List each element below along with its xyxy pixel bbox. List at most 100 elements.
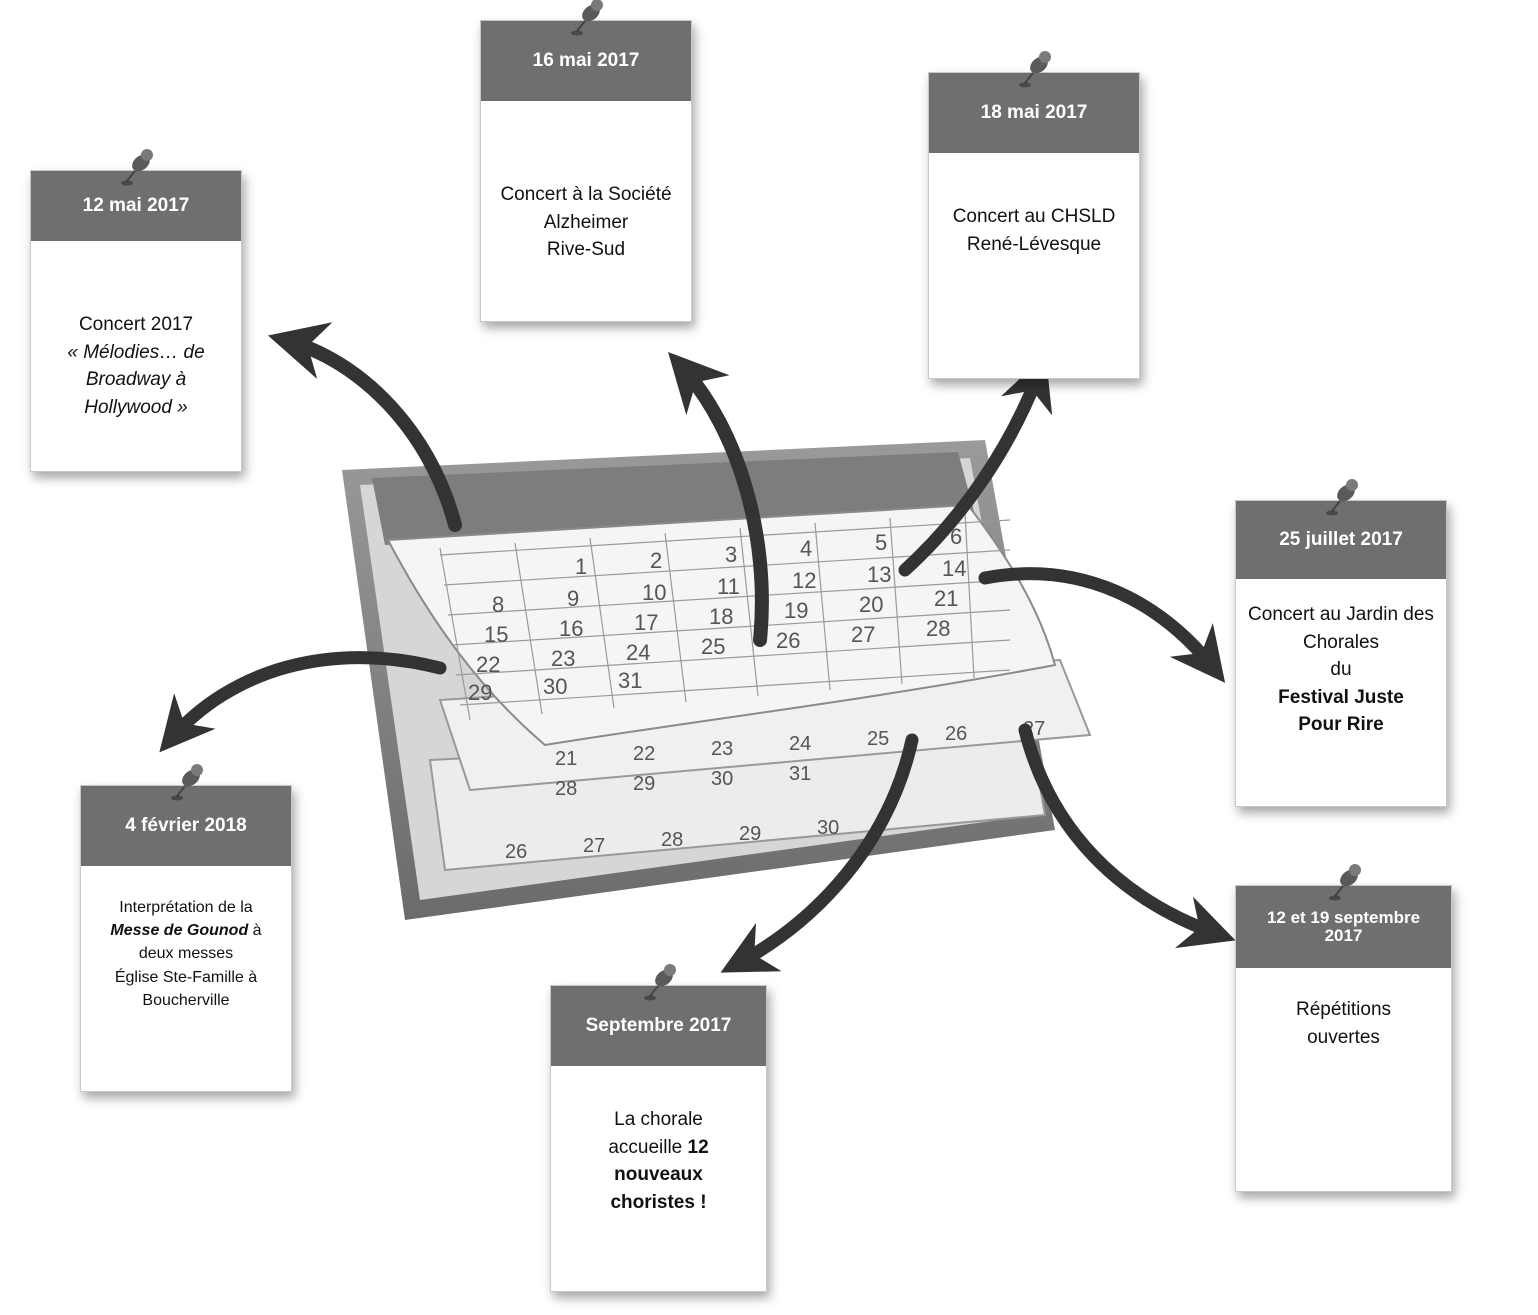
note-date: 25 juillet 2017 — [1236, 501, 1446, 579]
calendar-grid-line — [459, 669, 1011, 706]
note-line: Interprétation de la — [87, 896, 285, 919]
note-line: accueille 12 — [557, 1134, 760, 1162]
calendar-day-number: 19 — [784, 598, 808, 623]
note-line: Broadway à — [37, 366, 235, 394]
note-text-segment: choristes ! — [610, 1191, 707, 1213]
calendar-day-number: 26 — [945, 723, 967, 745]
calendar-day-number: 25 — [701, 634, 725, 659]
note-line: Concert à la Société — [487, 181, 685, 209]
calendar-day-number: 29 — [633, 773, 655, 795]
note-text-segment: Messe de Gounod — [110, 922, 249, 940]
note-text-segment: Concert à la Société — [500, 184, 672, 205]
note-text-segment: Concert au CHSLD — [952, 206, 1116, 227]
pushpin-icon — [1326, 479, 1358, 516]
pushpin-icon — [1328, 864, 1361, 901]
note-line: Concert au Jardin des — [1242, 601, 1440, 629]
note-text-segment: Alzheimer — [543, 211, 629, 233]
calendar-grid-line — [589, 537, 615, 709]
note-text-segment: du — [1330, 659, 1352, 681]
calendar-day-number: 11 — [717, 574, 740, 599]
note-line: Concert au CHSLD — [935, 203, 1133, 231]
note-text-segment: nouveaux — [614, 1164, 703, 1186]
calendar-day-number: 30 — [817, 817, 839, 839]
calendar-day-number: 22 — [476, 652, 500, 677]
note-date: 12 mai 2017 — [31, 171, 241, 241]
note-line: René-Lévesque — [935, 231, 1133, 259]
arrow-to-25-juillet — [978, 567, 1226, 683]
note-text-segment: Église Ste-Famille à — [114, 968, 258, 986]
pushpin-icon — [643, 964, 676, 1001]
note-text-segment: Festival Juste — [1278, 686, 1404, 708]
calendar-day-number: 16 — [559, 616, 583, 641]
note-line: Concert 2017 — [37, 311, 235, 339]
calendar-day-number: 22 — [633, 743, 655, 765]
note-line: Messe de Gounod à — [87, 919, 285, 942]
calendar-grid-line — [451, 609, 1011, 646]
note-text-segment: Hollywood » — [84, 396, 188, 418]
calendar-grid-line — [664, 532, 687, 703]
arrow-to-4-fevrier — [159, 651, 447, 753]
calendar-day-number: 31 — [789, 763, 811, 785]
pushpin-icon — [1019, 51, 1051, 88]
calendar-day-number: 31 — [618, 668, 642, 693]
calendar-grid-line — [889, 517, 903, 685]
calendar-day-number: 21 — [934, 586, 958, 611]
note-text-segment: deux messes — [138, 945, 234, 963]
calendar-day-number: 30 — [543, 674, 567, 699]
calendar-day-number: 24 — [626, 640, 650, 665]
note-line: Répétitions — [1242, 996, 1445, 1024]
note-line: Alzheimer — [487, 209, 685, 237]
note-text-segment: Boucherville — [142, 991, 230, 1009]
pushpin-icon — [571, 0, 603, 36]
note-line: Boucherville — [87, 989, 285, 1012]
calendar-day-number: 29 — [739, 823, 761, 845]
calendar-grid-line — [739, 527, 759, 697]
note-date: 16 mai 2017 — [481, 21, 691, 101]
note-text-segment: accueille — [608, 1136, 688, 1158]
note-line: Chorales — [1242, 629, 1440, 657]
note-text-segment: René-Lévesque — [966, 233, 1102, 255]
note-text: Concert au CHSLD René-Lévesque — [935, 203, 1133, 368]
calendar-day-number: 9 — [567, 586, 579, 611]
arrow-to-16-mai — [668, 352, 769, 647]
note-line: Festival Juste — [1242, 684, 1440, 712]
note-line: Église Ste-Famille à — [87, 966, 285, 989]
note-line: ouvertes — [1242, 1024, 1445, 1052]
arrow-to-12-19-sept — [1018, 723, 1236, 949]
pushpin-icon — [171, 764, 203, 801]
note-line: Pour Rire — [1242, 711, 1440, 739]
calendar-grid-line — [439, 519, 1011, 556]
calendar-page-front — [386, 503, 1057, 747]
calendar-day-number: 29 — [468, 680, 492, 705]
note-line: La chorale — [557, 1106, 760, 1134]
calendar-day-number: 13 — [867, 562, 891, 587]
note-text-segment: Broadway à — [85, 369, 187, 391]
calendar-grid-line — [514, 542, 543, 715]
calendar-day-number: 1 — [575, 554, 587, 579]
calendar-day-number: 10 — [642, 580, 666, 605]
calendar-grid-line — [814, 522, 831, 691]
note-line: du — [1242, 656, 1440, 684]
pushpin-icon — [121, 149, 153, 186]
calendar-day-number: 2 — [650, 548, 662, 573]
calendar-day-number: 24 — [789, 733, 811, 755]
note-text-segment: 12 — [687, 1136, 709, 1158]
calendar-day-number: 4 — [800, 536, 812, 561]
note-line: nouveaux — [557, 1161, 760, 1189]
note-line: Hollywood » — [37, 394, 235, 422]
note-text-segment: à — [248, 922, 262, 940]
note-date: 18 mai 2017 — [929, 73, 1139, 153]
calendar-day-number: 14 — [942, 556, 966, 581]
calendar-day-number: 28 — [555, 778, 577, 800]
note-date: 4 février 2018 — [81, 786, 291, 866]
calendar-day-number: 20 — [859, 592, 883, 617]
calendar-grid-line — [447, 579, 1011, 616]
